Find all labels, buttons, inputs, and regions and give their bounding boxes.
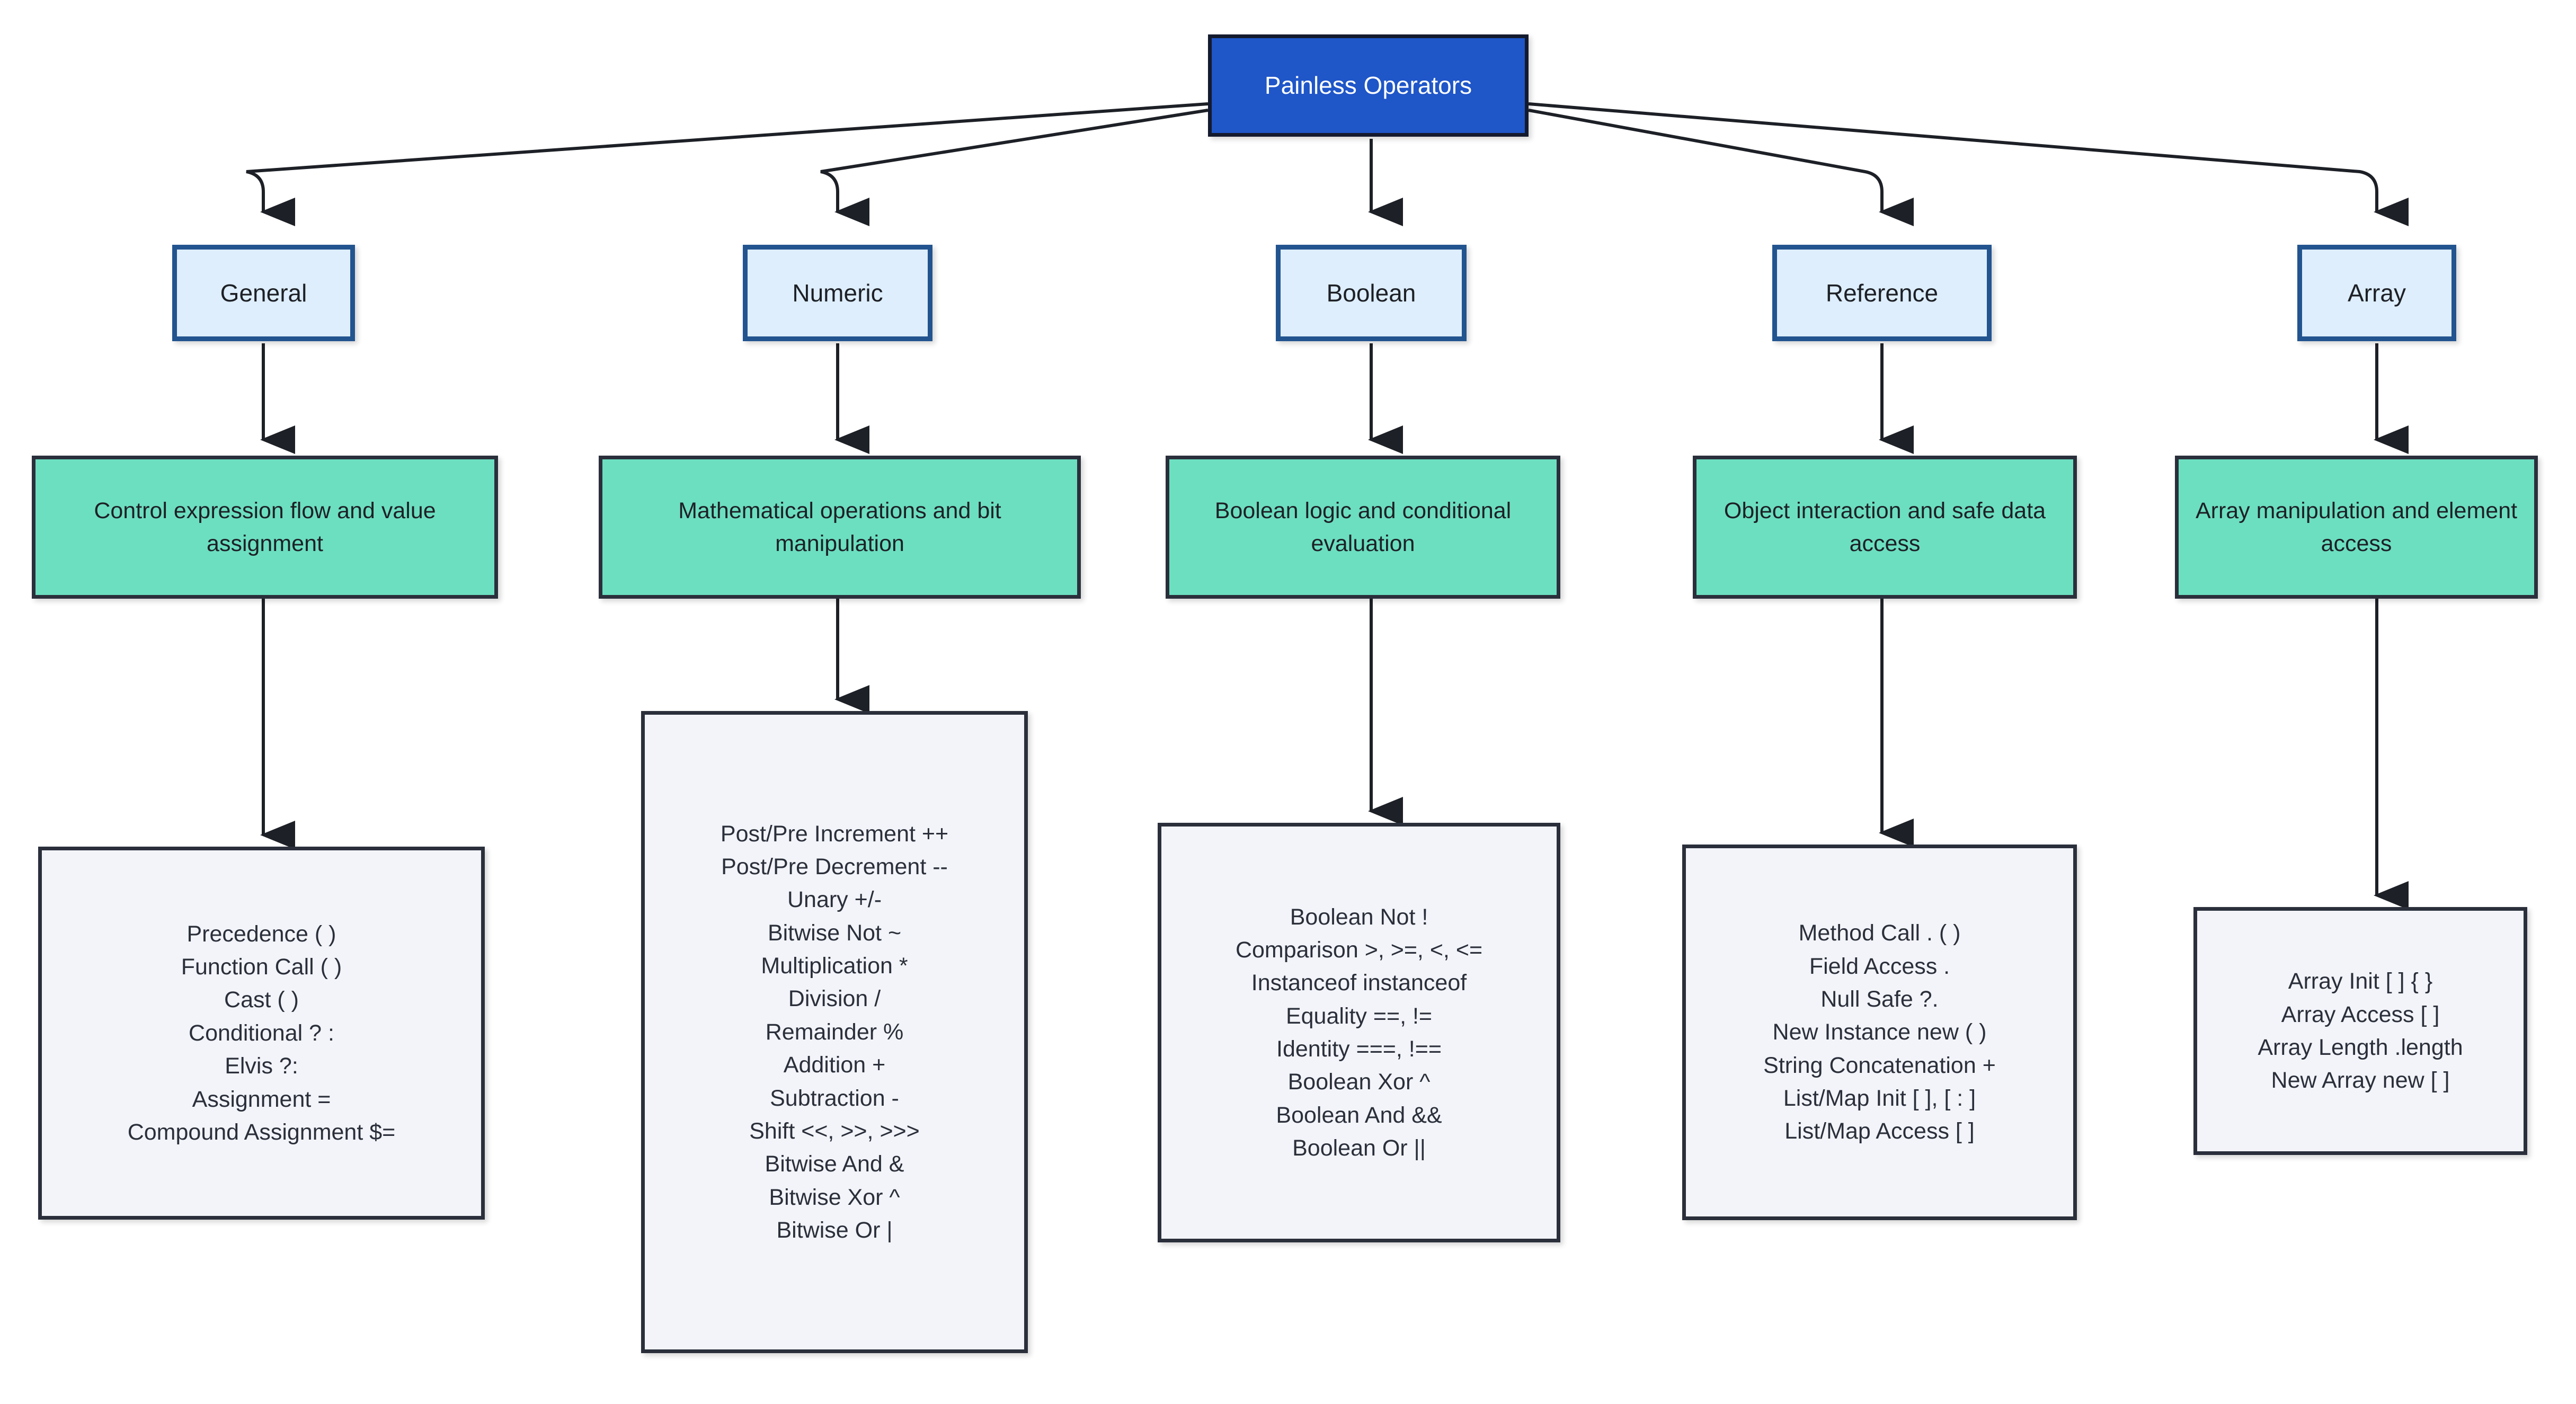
- description-node-array: Array manipulation and element access: [2175, 456, 2538, 599]
- description-node-numeric: Mathematical operations and bit manipula…: [599, 456, 1081, 599]
- operator-item: List/Map Init [ ], [ : ]: [1783, 1086, 1976, 1112]
- operator-item: Bitwise Xor ^: [769, 1184, 900, 1210]
- edge-root-to-reference: [1528, 109, 1914, 226]
- category-node-reference[interactable]: Reference: [1772, 245, 1992, 341]
- category-label-boolean: Boolean: [1326, 279, 1416, 307]
- operator-item: Array Length .length: [2258, 1035, 2463, 1060]
- category-label-array: Array: [2348, 279, 2406, 307]
- operator-item: Array Access [ ]: [2281, 1001, 2440, 1027]
- operator-item: Function Call ( ): [181, 954, 342, 980]
- operator-item: Cast ( ): [224, 987, 299, 1013]
- edge-root-to-general: [246, 102, 1209, 226]
- operator-item: New Array new [ ]: [2271, 1068, 2450, 1094]
- operator-lines-boolean: Boolean Not ! Comparison >, >=, <, <= Inst…: [1161, 901, 1557, 1165]
- operator-item: Addition +: [783, 1052, 886, 1078]
- edge-root-to-array: [1528, 102, 2409, 226]
- description-node-boolean: Boolean logic and conditional evaluation: [1166, 456, 1560, 599]
- operator-item: Shift <<, >>, >>>: [749, 1118, 920, 1144]
- category-node-boolean[interactable]: Boolean: [1276, 245, 1467, 341]
- operator-item: String Concatenation +: [1763, 1052, 1996, 1078]
- operator-item: Compound Assignment $=: [127, 1119, 396, 1145]
- description-node-reference: Object interaction and safe data access: [1693, 456, 2077, 599]
- description-node-general: Control expression flow and value assign…: [32, 456, 498, 599]
- description-text-numeric: Mathematical operations and bit manipula…: [678, 497, 1001, 556]
- operator-item: Post/Pre Increment ++: [720, 821, 949, 847]
- operator-item: Conditional ? :: [189, 1020, 334, 1046]
- operator-item: Array Init [ ] { }: [2288, 968, 2433, 994]
- root-node-label: Painless Operators: [1264, 72, 1472, 100]
- description-text-boolean: Boolean logic and conditional evaluation: [1214, 497, 1512, 556]
- operator-item: Multiplication *: [761, 953, 908, 979]
- operator-item: Division /: [788, 986, 881, 1012]
- description-text-reference: Object interaction and safe data access: [1724, 497, 2046, 556]
- operator-item: Bitwise And &: [765, 1151, 904, 1177]
- operator-item: Boolean And &&: [1276, 1102, 1442, 1128]
- operator-lines-general: Precedence ( ) Function Call ( ) Cast ( ) C…: [42, 918, 481, 1149]
- operator-item: Bitwise Or |: [776, 1217, 893, 1243]
- operator-list-reference: Method Call . ( ) Field Access . Null Safe…: [1682, 845, 2077, 1220]
- operator-item: Identity ===, !==: [1276, 1036, 1442, 1062]
- operator-item: Instanceof instanceof: [1251, 970, 1467, 996]
- operator-list-numeric: Post/Pre Increment ++ Post/Pre Decrement …: [641, 711, 1028, 1353]
- operator-item: Boolean Xor ^: [1287, 1069, 1431, 1095]
- operator-item: Comparison >, >=, <, <=: [1235, 937, 1483, 963]
- operator-list-array: Array Init [ ] { } Array Access [ ] Array …: [2193, 907, 2527, 1155]
- operator-item: Boolean Not !: [1290, 904, 1428, 930]
- category-label-reference: Reference: [1825, 279, 1939, 307]
- operator-item: Field Access .: [1809, 953, 1950, 979]
- operator-list-boolean: Boolean Not ! Comparison >, >=, <, <= Inst…: [1158, 823, 1560, 1242]
- operator-lines-numeric: Post/Pre Increment ++ Post/Pre Decrement …: [645, 817, 1024, 1247]
- operator-item: Method Call . ( ): [1798, 920, 1961, 946]
- description-text-general: Control expression flow and value assign…: [94, 497, 436, 556]
- operator-item: Precedence ( ): [186, 921, 336, 947]
- operator-lines-array: Array Init [ ] { } Array Access [ ] Array …: [2197, 965, 2524, 1097]
- category-node-numeric[interactable]: Numeric: [743, 245, 932, 341]
- operator-item: Equality ==, !=: [1285, 1003, 1433, 1029]
- operator-item: Unary +/-: [787, 887, 882, 913]
- edge-root-to-numeric: [820, 109, 1209, 226]
- description-text-array: Array manipulation and element access: [2195, 497, 2518, 556]
- operator-list-general: Precedence ( ) Function Call ( ) Cast ( ) C…: [38, 847, 485, 1220]
- root-node-painless-operators[interactable]: Painless Operators: [1208, 34, 1529, 137]
- operator-item: Elvis ?:: [225, 1053, 298, 1079]
- operator-item: Assignment =: [192, 1086, 331, 1112]
- operator-lines-reference: Method Call . ( ) Field Access . Null Safe…: [1686, 917, 2073, 1148]
- operator-item: Subtraction -: [770, 1085, 899, 1111]
- category-label-general: General: [220, 279, 307, 307]
- category-node-array[interactable]: Array: [2297, 245, 2456, 341]
- operator-item: Remainder %: [765, 1019, 904, 1045]
- operator-item: Post/Pre Decrement --: [721, 854, 948, 880]
- category-node-general[interactable]: General: [172, 245, 355, 341]
- operator-item: List/Map Access [ ]: [1784, 1118, 1975, 1144]
- operator-item: Bitwise Not ~: [767, 920, 902, 946]
- operator-item: New Instance new ( ): [1772, 1019, 1987, 1045]
- operator-item: Boolean Or ||: [1292, 1135, 1426, 1161]
- category-label-numeric: Numeric: [792, 279, 883, 307]
- operator-item: Null Safe ?.: [1820, 986, 1939, 1012]
